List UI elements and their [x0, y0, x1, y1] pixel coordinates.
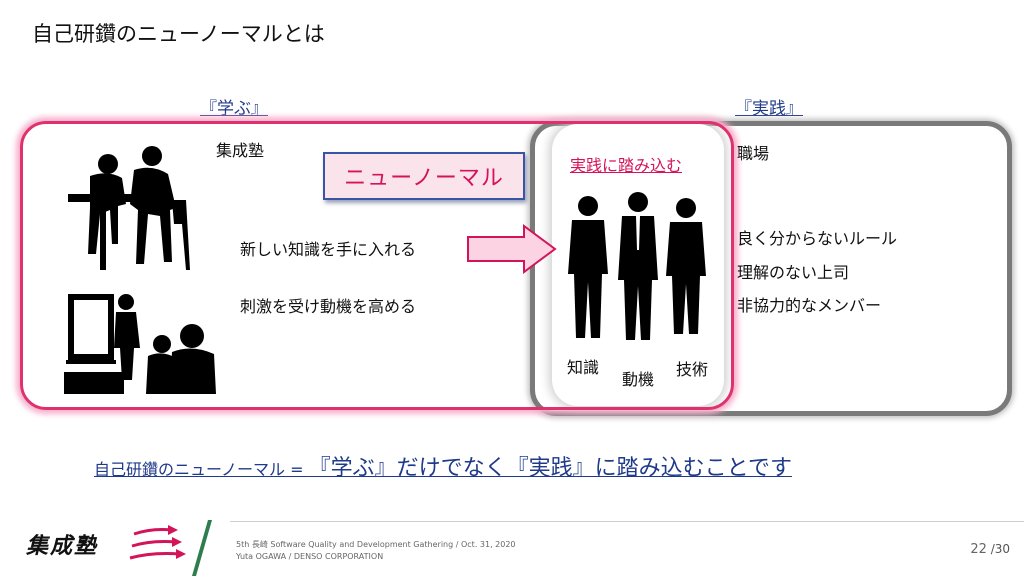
footer-divider — [230, 521, 1024, 522]
left-line-2: 刺激を受け動機を高める — [240, 293, 416, 317]
page-current: 22 — [970, 542, 987, 557]
footer-event: 5th 長崎 Software Quality and Development … — [236, 539, 516, 550]
new-normal-badge: ニューノーマル — [323, 152, 525, 200]
page-number: 22 /30 — [970, 542, 1010, 557]
summary-statement: 自己研鑽のニューノーマル = 『学ぶ』だけでなく『実践』に踏み込むことです — [94, 450, 792, 482]
page-title: 自己研鑽のニューノーマルとは — [32, 18, 325, 48]
footer-author: Yuta OGAWA / DENSO CORPORATION — [236, 552, 383, 561]
right-line-1: 良く分からないルール — [737, 225, 897, 249]
label-jissen: 『実践』 — [735, 94, 803, 119]
left-line-1: 新しい知識を手に入れる — [240, 236, 416, 260]
page-total: /30 — [991, 542, 1010, 556]
label-motivation: 動機 — [622, 366, 654, 390]
summary-prefix: 自己研鑽のニューノーマル = — [94, 460, 309, 479]
workplace-label: 職場 — [737, 140, 769, 164]
label-skill: 技術 — [676, 356, 708, 380]
footer-logo-text: 集成塾 — [26, 528, 98, 560]
right-line-3: 非協力的なメンバー — [737, 292, 881, 316]
summary-main: 『学ぶ』だけでなく『実践』に踏み込むことです — [309, 456, 792, 481]
label-manabu: 『学ぶ』 — [200, 94, 268, 119]
right-line-2: 理解のない上司 — [737, 259, 849, 283]
classroom-silhouette-icon — [64, 290, 220, 396]
arrow-right-icon — [466, 224, 558, 274]
businessmen-silhouette-icon — [566, 190, 712, 340]
meeting-silhouette-icon — [60, 144, 200, 272]
footer-slash-icon — [190, 520, 214, 576]
footer-arrows-icon — [128, 522, 192, 566]
label-knowledge: 知識 — [567, 354, 599, 378]
practice-heading: 実践に踏み込む — [570, 152, 682, 176]
org-label: 集成塾 — [216, 137, 264, 161]
